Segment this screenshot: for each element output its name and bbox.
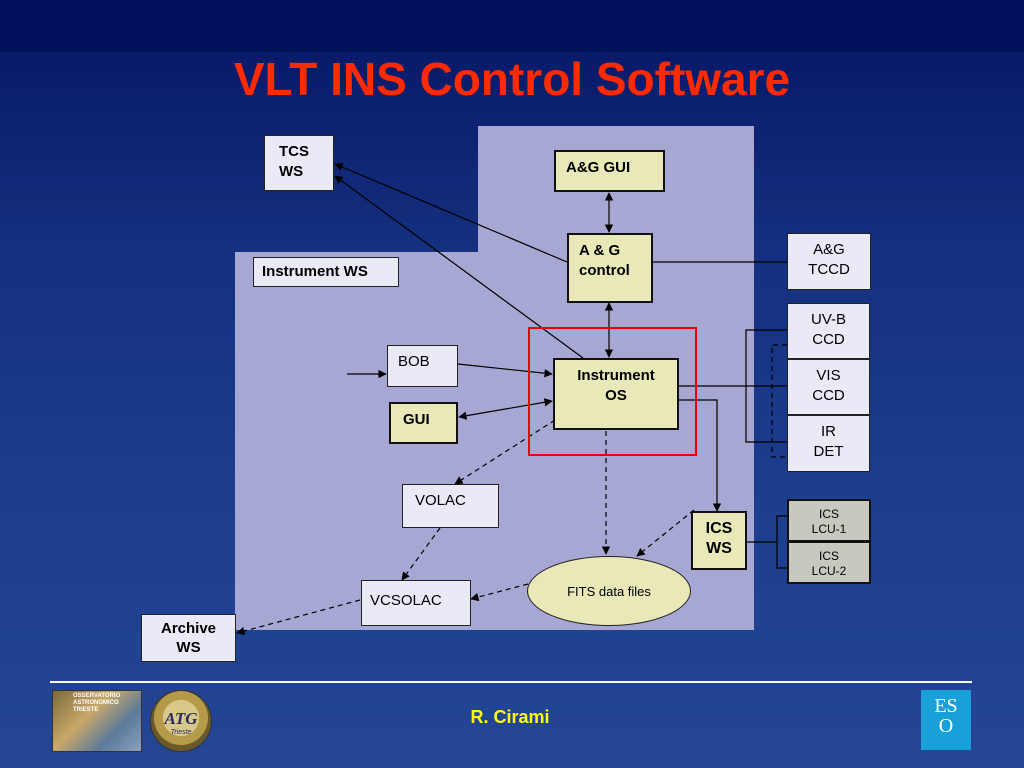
ics-ws-box: ICS WS: [691, 511, 747, 570]
atg-logo-subtext: Trieste: [170, 729, 192, 736]
uvb-ccd-box: UV-B CCD: [787, 303, 870, 359]
volac-box: VOLAC: [402, 484, 499, 528]
edge-ics-fits: [636, 509, 695, 557]
atg-logo: ATG Trieste: [150, 690, 212, 752]
edge-fits-vcsolac: [470, 583, 529, 602]
archive-ws-box: Archive WS: [141, 614, 236, 662]
ir-det-box: IR DET: [787, 415, 870, 472]
observatory-logo-text: OSSERVATORIO ASTRONOMICO TRIESTE: [73, 693, 121, 713]
bob-box: BOB: [387, 345, 458, 387]
atg-logo-text: ATG: [164, 709, 198, 728]
edge-vcsolac-archive: [236, 599, 361, 636]
edge-agcontrol-tcs: [334, 163, 568, 263]
det-bracket: [745, 329, 787, 443]
gui-box: GUI: [389, 402, 458, 444]
tcs-ws-box: TCS WS: [264, 135, 334, 191]
observatory-logo: OSSERVATORIO ASTRONOMICO TRIESTE: [52, 690, 142, 752]
author-name: R. Cirami: [470, 707, 550, 727]
edge-ios-ics: [679, 399, 722, 512]
instrument-ws-label: Instrument WS: [253, 257, 399, 287]
vcsolac-box: VCSOLAC: [361, 580, 471, 626]
det-dashed-bracket: [771, 344, 787, 458]
eso-logo-text: ES O: [934, 695, 958, 737]
edge-bob-ios: [457, 363, 553, 378]
vis-ccd-box: VIS CCD: [787, 359, 870, 415]
lcu-bracket: [776, 515, 787, 569]
fits-data-files-ellipse: FITS data files: [527, 556, 691, 626]
header-band: [0, 0, 1024, 52]
ics-lcu2-box: ICS LCU-2: [787, 541, 871, 584]
instrument-os-box: Instrument OS: [553, 358, 679, 430]
fits-data-files-label: FITS data files: [567, 583, 651, 599]
ics-lcu1-box: ICS LCU-1: [787, 499, 871, 542]
footer-divider: [50, 681, 972, 683]
highlight-rectangle: [528, 327, 697, 456]
edge-volac-vcsolac: [401, 527, 441, 581]
slide-title: VLT INS Control Software: [233, 53, 791, 105]
ag-tccd-box: A&G TCCD: [787, 233, 871, 290]
ag-gui-box: A&G GUI: [554, 150, 665, 192]
edge-ios-volac: [454, 419, 556, 485]
ag-control-box: A & G control: [567, 233, 653, 303]
edge-gui-ios: [458, 398, 553, 420]
eso-logo: ES O: [921, 690, 971, 750]
